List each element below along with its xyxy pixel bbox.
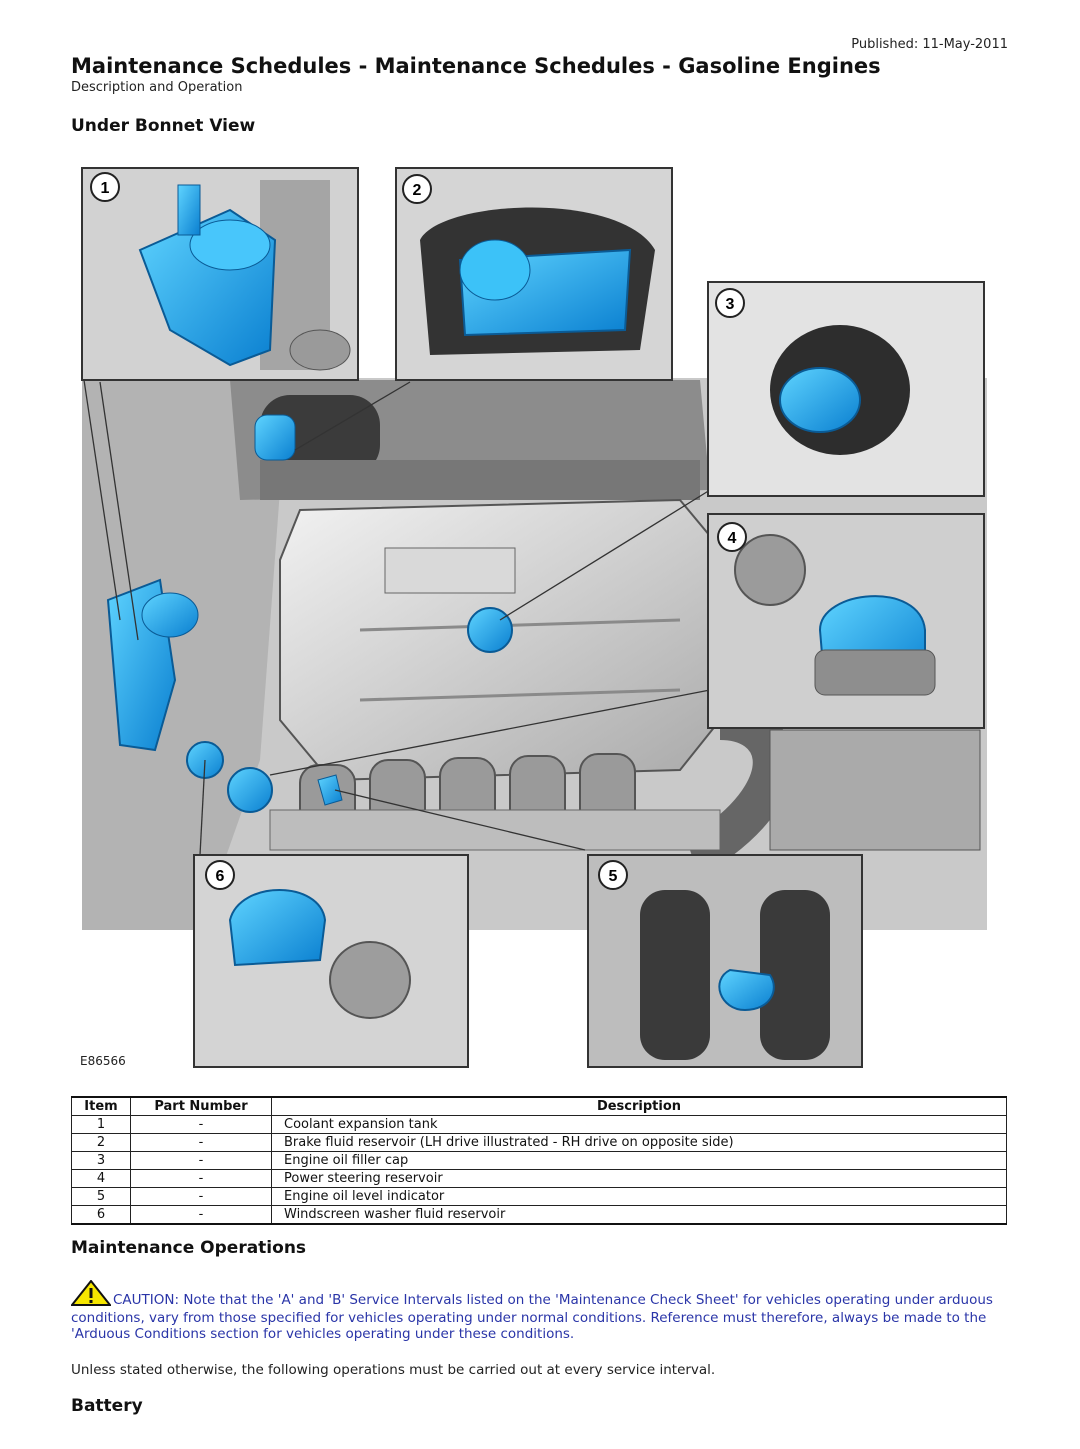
table-row: 4-Power steering reservoir <box>71 1169 1007 1188</box>
table-row: 1-Coolant expansion tank <box>71 1115 1007 1134</box>
callout-4: 4 <box>728 530 737 547</box>
leader-lines <box>83 379 711 856</box>
inset-power-steering-reservoir <box>707 513 985 729</box>
inset-windscreen-washer-fluid-reservoir <box>193 854 469 1068</box>
warning-triangle-icon <box>69 1279 113 1310</box>
callout-5: 5 <box>609 868 618 885</box>
callout-6: 6 <box>216 868 225 885</box>
description-cell: Power steering reservoir <box>271 1169 1007 1188</box>
section-heading-under-bonnet: Under Bonnet View <box>71 116 256 136</box>
item-cell: 5 <box>71 1187 131 1206</box>
callout-2: 2 <box>413 182 422 199</box>
section-heading-maintenance-operations: Maintenance Operations <box>71 1238 307 1258</box>
inset-engine-oil-filler-cap <box>707 281 985 497</box>
table-row: 6-Windscreen washer fluid reservoir <box>71 1205 1007 1225</box>
caution-text: CAUTION: Note that the 'A' and 'B' Servi… <box>71 1292 993 1342</box>
callout-1: 1 <box>101 180 110 197</box>
service-interval-note: Unless stated otherwise, the following o… <box>71 1362 716 1378</box>
item-cell: 6 <box>71 1205 131 1225</box>
column-header-description: Description <box>271 1096 1007 1116</box>
item-cell: 3 <box>71 1151 131 1170</box>
table-row: 3-Engine oil filler cap <box>71 1151 1007 1170</box>
part-number-cell: - <box>130 1169 272 1188</box>
caution-note: CAUTION: Note that the 'A' and 'B' Servi… <box>69 1279 1001 1342</box>
parts-table: Item Part Number Description 1-Coolant e… <box>71 1096 1007 1225</box>
part-number-cell: - <box>130 1115 272 1134</box>
published-date: Published: 11-May-2011 <box>851 37 1008 52</box>
item-cell: 4 <box>71 1169 131 1188</box>
part-number-cell: - <box>130 1151 272 1170</box>
inset-coolant-expansion-tank <box>81 167 359 381</box>
description-cell: Windscreen washer fluid reservoir <box>271 1205 1007 1225</box>
item-cell: 2 <box>71 1133 131 1152</box>
description-cell: Brake fluid reservoir (LH drive illustra… <box>271 1133 1007 1152</box>
inset-engine-oil-level-indicator <box>587 854 863 1068</box>
part-number-cell: - <box>130 1205 272 1225</box>
inset-brake-fluid-reservoir <box>395 167 673 381</box>
item-cell: 1 <box>71 1115 131 1134</box>
page-subtitle: Description and Operation <box>71 80 243 95</box>
callout-markers: 1 2 3 4 5 6 <box>90 172 747 890</box>
column-header-part-number: Part Number <box>130 1096 272 1116</box>
table-header-row: Item Part Number Description <box>71 1096 1007 1116</box>
page-title: Maintenance Schedules - Maintenance Sche… <box>71 54 881 78</box>
part-number-cell: - <box>130 1187 272 1206</box>
table-row: 2-Brake fluid reservoir (LH drive illust… <box>71 1133 1007 1152</box>
table-row: 5-Engine oil level indicator <box>71 1187 1007 1206</box>
description-cell: Coolant expansion tank <box>271 1115 1007 1134</box>
figure-label: E86566 <box>80 1054 126 1068</box>
callout-3: 3 <box>726 296 735 313</box>
part-number-cell: - <box>130 1133 272 1152</box>
description-cell: Engine oil level indicator <box>271 1187 1007 1206</box>
column-header-item: Item <box>71 1096 131 1116</box>
under-bonnet-illustration: 1 2 3 4 5 6 <box>81 167 987 1068</box>
description-cell: Engine oil filler cap <box>271 1151 1007 1170</box>
section-heading-battery: Battery <box>71 1396 143 1416</box>
